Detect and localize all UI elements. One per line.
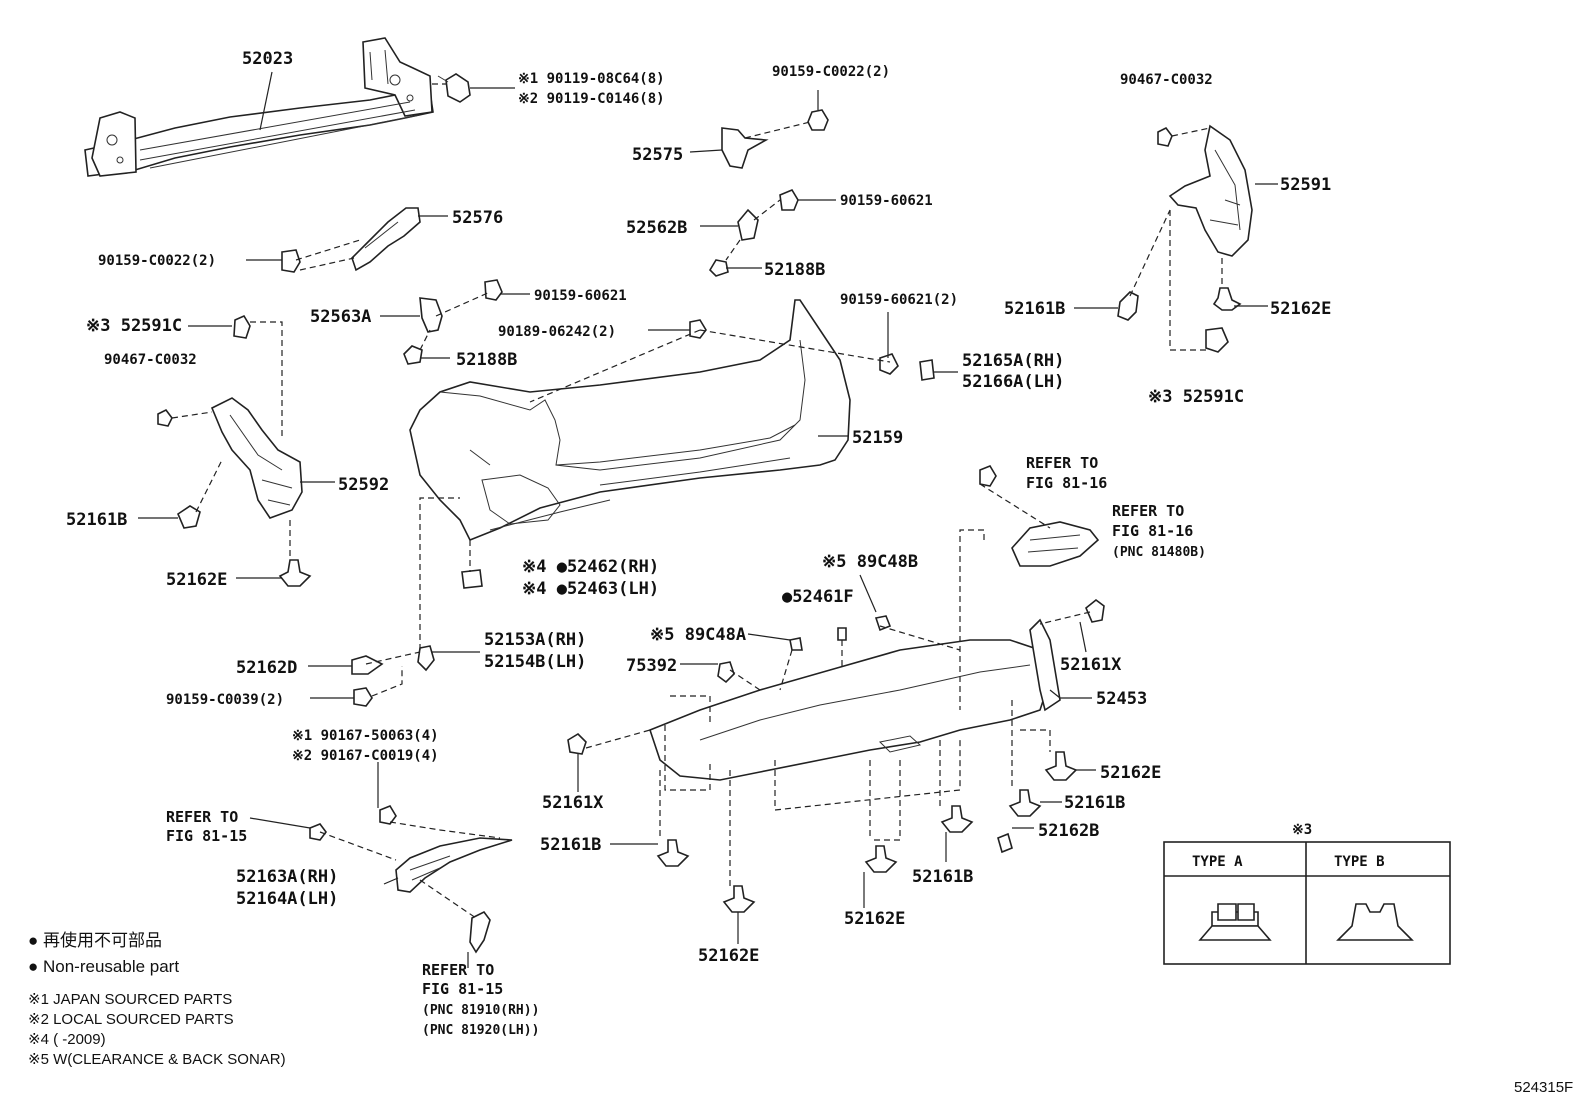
- label-90159-60621-b: 90159-60621: [534, 288, 627, 304]
- label-90189: 90189-06242(2): [498, 324, 616, 340]
- ref-81-15b-line2[interactable]: FIG 81-15: [422, 980, 503, 998]
- ref-81-16b-line1[interactable]: REFER TO: [1112, 502, 1184, 520]
- label-52162b: 52162B: [1038, 821, 1099, 841]
- label-52592: 52592: [338, 475, 389, 495]
- label-52188b-b: 52188B: [456, 350, 517, 370]
- label-52462: ※4 ●52462(RH): [522, 557, 659, 577]
- clip-type-legend: ※3 TYPE A TYPE B: [1163, 822, 1451, 965]
- label-52591: 52591: [1280, 175, 1331, 195]
- label-52591c-b: ※3 52591C: [1148, 387, 1244, 407]
- label-52161b-e: 52161B: [912, 867, 973, 887]
- label-52576: 52576: [452, 208, 503, 228]
- side-garnish-drawing: [309, 805, 513, 954]
- label-75392: 75392: [626, 656, 677, 676]
- bracket-52153a-drawing: [351, 645, 435, 707]
- label-52453: 52453: [1096, 689, 1147, 709]
- label-52575: 52575: [632, 145, 683, 165]
- lower-cover-52453-drawing: [567, 598, 1105, 781]
- reinforcement-beam-drawing: [84, 37, 434, 177]
- label-90119-b: ※2 90119-C0146(8): [518, 91, 665, 107]
- label-90167-a: ※1 90167-50063(4): [292, 728, 439, 744]
- type-b-clip-icon: [1336, 903, 1414, 941]
- label-90159-c0022-a: 90159-C0022(2): [772, 64, 890, 80]
- label-52164a: 52164A(LH): [236, 889, 338, 909]
- note-1: ※1 JAPAN SOURCED PARTS: [28, 991, 232, 1008]
- label-90119-a: ※1 90119-08C64(8): [518, 71, 665, 87]
- bracket-52563a-drawing: [403, 279, 707, 365]
- label-52563a: 52563A: [310, 307, 371, 327]
- label-90167-b: ※2 90167-C0019(4): [292, 748, 439, 764]
- label-52591c-a: ※3 52591C: [86, 316, 182, 336]
- ref-81-16b-line2[interactable]: FIG 81-16: [1112, 522, 1193, 540]
- label-52161x-b: 52161X: [542, 793, 604, 813]
- label-52162e-b: 52162E: [166, 570, 227, 590]
- lamp-assembly-drawing: [979, 465, 1100, 567]
- label-52188b-a: 52188B: [764, 260, 825, 280]
- label-52162e-a: 52162E: [1270, 299, 1331, 319]
- note-nonreusable-en: ● Non-reusable part: [28, 957, 179, 976]
- note-nonreusable-jp: ● 再使用不可部品: [28, 930, 162, 950]
- ref-81-15b-line1[interactable]: REFER TO: [422, 961, 494, 979]
- label-90159-60621-c: 90159-60621(2): [840, 292, 958, 308]
- label-52163a: 52163A(RH): [236, 867, 338, 887]
- ref-81-15b-pnc2: (PNC 81920(LH)): [422, 1023, 539, 1038]
- figure-references: REFER TO FIG 81-16 REFER TO FIG 81-16 (P…: [166, 454, 1206, 1038]
- lower-clips-drawing: [656, 751, 1078, 913]
- label-52562b: 52562B: [626, 218, 687, 238]
- label-52162e-c: 52162E: [1100, 763, 1161, 783]
- assembly-dashed-lines: [171, 83, 1223, 919]
- label-52161b-b: 52161B: [66, 510, 127, 530]
- label-52161b-d: 52161B: [540, 835, 601, 855]
- label-52162e-e: 52162E: [698, 946, 759, 966]
- ref-81-15b-pnc1: (PNC 81910(RH)): [422, 1003, 539, 1018]
- note-2: ※2 LOCAL SOURCED PARTS: [28, 1011, 234, 1028]
- label-52159: 52159: [852, 428, 903, 448]
- label-52162e-d: 52162E: [844, 909, 905, 929]
- label-52023: 52023: [242, 49, 293, 69]
- retainer-52591-drawing: [1117, 124, 1253, 353]
- legend-type-b: TYPE B: [1334, 854, 1385, 870]
- label-52463: ※4 ●52463(LH): [522, 579, 659, 599]
- retainer-52592-drawing: [157, 314, 312, 587]
- legend-type-a: TYPE A: [1192, 854, 1243, 870]
- bolt-90119-drawing: [437, 73, 471, 103]
- bracket-52575-drawing: [721, 90, 829, 169]
- label-52166a: 52166A(LH): [962, 372, 1064, 392]
- part-labels: 52023 ※1 90119-08C64(8) ※2 90119-C0146(8…: [66, 49, 1331, 966]
- type-a-clip-icon: [1198, 903, 1272, 941]
- label-52162d: 52162D: [236, 658, 297, 678]
- footnotes: ● 再使用不可部品 ● Non-reusable part ※1 JAPAN S…: [28, 930, 1573, 1096]
- bracket-52576-drawing: [281, 207, 421, 273]
- label-52161x-a: 52161X: [1060, 655, 1122, 675]
- label-52154b: 52154B(LH): [484, 652, 586, 672]
- note-5: ※5 W(CLEARANCE & BACK SONAR): [28, 1051, 286, 1068]
- label-90159-60621-a: 90159-60621: [840, 193, 933, 209]
- label-52153a: 52153A(RH): [484, 630, 586, 650]
- label-52461f: ●52461F: [782, 587, 854, 607]
- figure-id: 524315F: [1514, 1079, 1573, 1096]
- cap-52462-drawing: [461, 569, 483, 589]
- note-4: ※4 ( -2009): [28, 1031, 106, 1048]
- legend-mark: ※3: [1292, 822, 1312, 838]
- label-90159-c0022-b: 90159-C0022(2): [98, 253, 216, 269]
- label-90467-a: 90467-C0032: [1120, 72, 1213, 88]
- label-90159-c0039: 90159-C0039(2): [166, 692, 284, 708]
- ref-81-15a-line1[interactable]: REFER TO: [166, 808, 238, 826]
- bumper-cover-52159-drawing: [409, 299, 935, 542]
- ref-81-15a-line2[interactable]: FIG 81-15: [166, 827, 247, 845]
- label-90467-b: 90467-C0032: [104, 352, 197, 368]
- leader-lines: [138, 71, 1278, 968]
- ref-81-16a-line1[interactable]: REFER TO: [1026, 454, 1098, 472]
- label-89c48b: ※5 89C48B: [822, 552, 918, 572]
- label-52161b-c: 52161B: [1064, 793, 1125, 813]
- label-52165a: 52165A(RH): [962, 351, 1064, 371]
- ref-81-16a-line2[interactable]: FIG 81-16: [1026, 474, 1107, 492]
- label-52161b-a: 52161B: [1004, 299, 1065, 319]
- label-89c48a: ※5 89C48A: [650, 625, 746, 645]
- bracket-52562b-drawing: [708, 188, 799, 277]
- ref-81-16b-pnc: (PNC 81480B): [1112, 545, 1206, 560]
